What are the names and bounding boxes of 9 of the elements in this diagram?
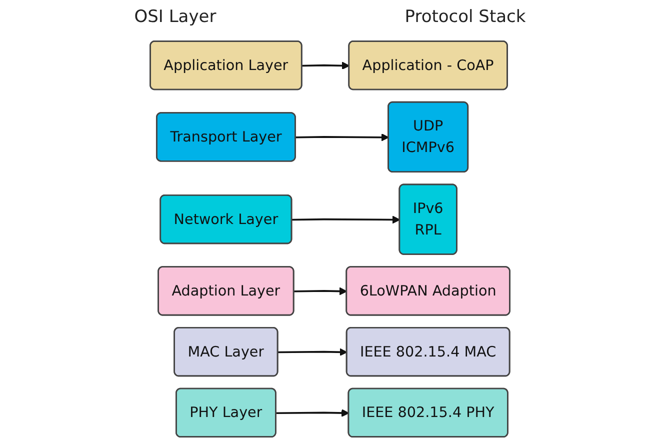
arrow bbox=[294, 287, 348, 296]
column-heading: OSI Layer bbox=[134, 7, 216, 27]
arrow bbox=[278, 348, 348, 356]
arrow bbox=[302, 62, 350, 70]
arrow bbox=[276, 409, 350, 417]
column-heading: Protocol Stack bbox=[404, 7, 526, 27]
arrow bbox=[296, 133, 390, 142]
arrow bbox=[292, 216, 400, 224]
layer-diagram: Application Layer Application - CoAP Transport Layer UDP ICMPv6 Network Layer IPv6 RPL Adaption Layer 6LoWPAN Adaption MAC Layer IEEE 802.15.4 MAC PHY Layer IEEE 802.15.4 PHY bbox=[0, 34, 660, 444]
